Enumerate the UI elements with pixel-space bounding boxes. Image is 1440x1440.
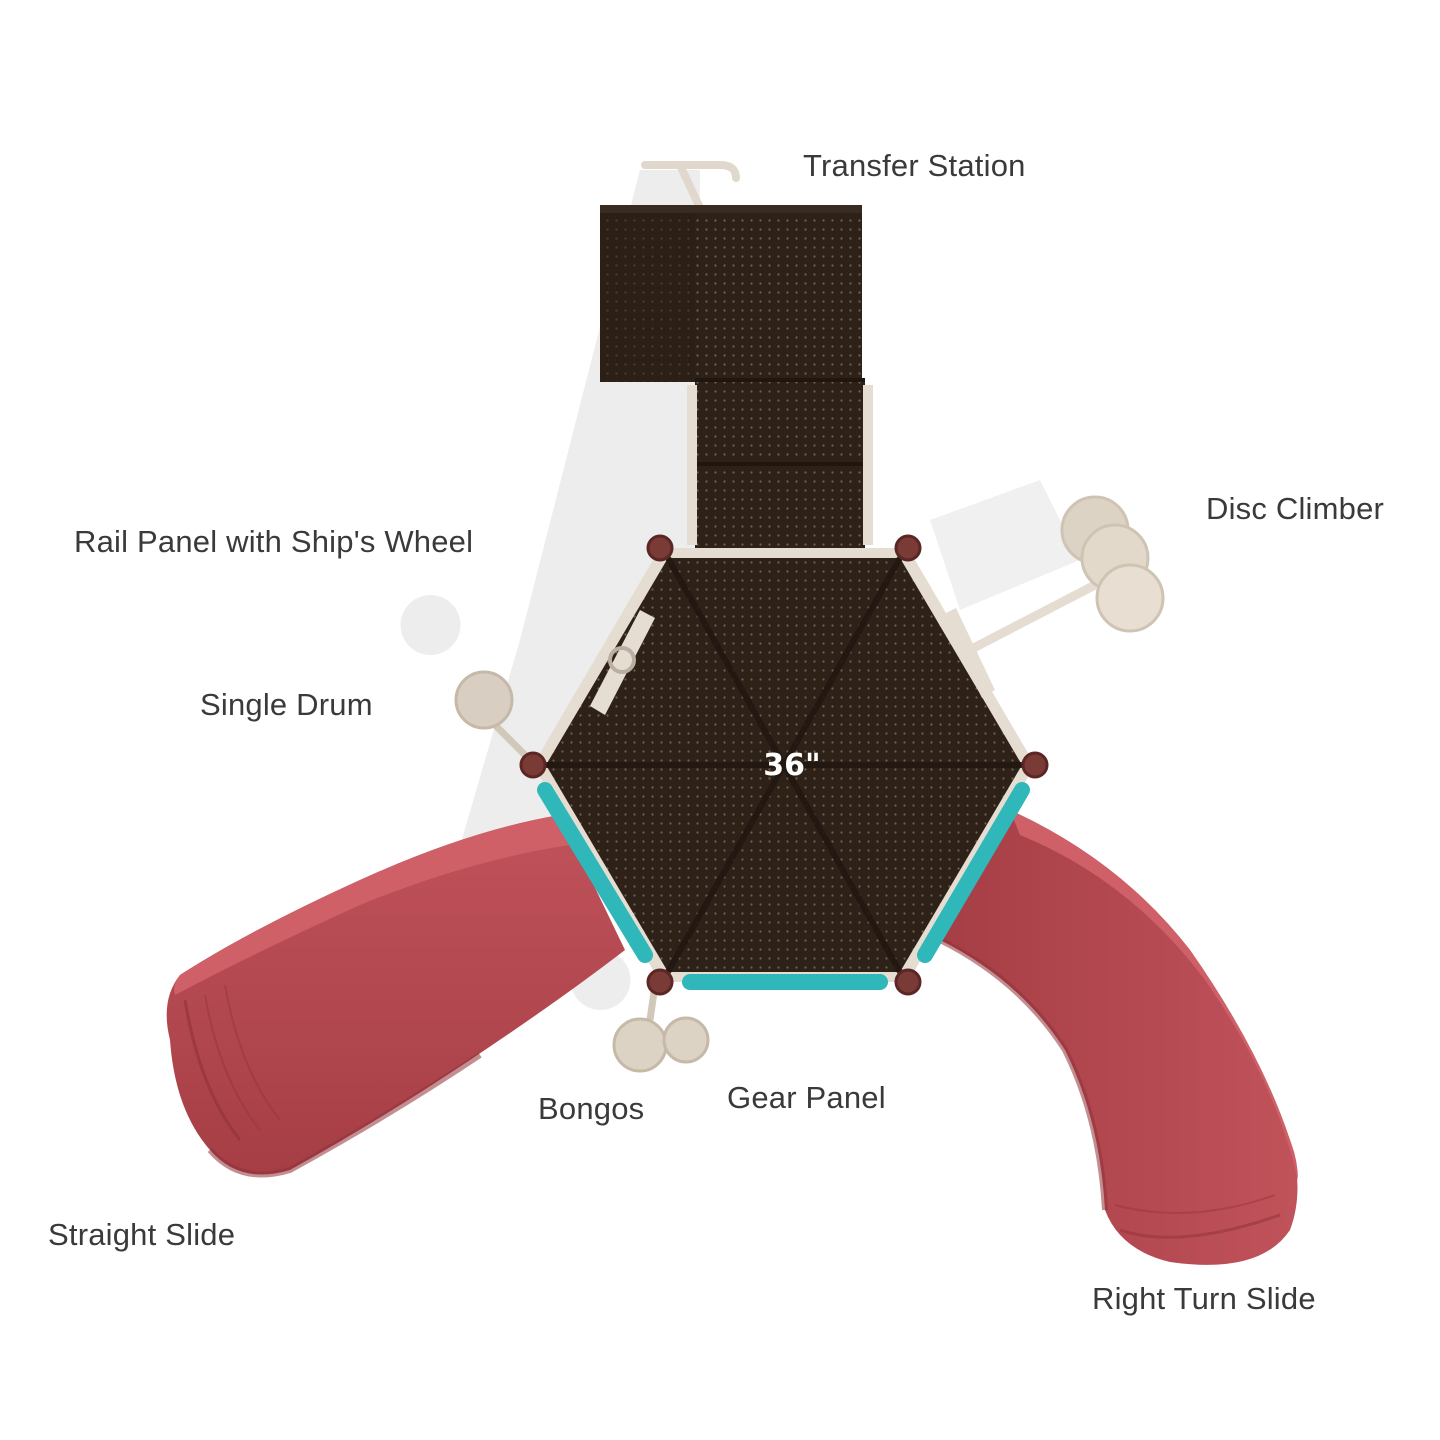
label-bongos: Bongos	[538, 1091, 645, 1126]
label-disc-climber: Disc Climber	[1206, 491, 1385, 526]
disc-climber	[957, 495, 1165, 659]
right-turn-slide	[938, 810, 1298, 1265]
label-transfer-station: Transfer Station	[803, 148, 1026, 183]
hex-deck	[533, 548, 1035, 982]
label-straight-slide: Straight Slide	[48, 1217, 236, 1252]
transfer-handle	[641, 161, 740, 212]
single-drum	[454, 670, 533, 763]
post-caps	[519, 534, 1049, 996]
disc-climber-panel	[942, 608, 995, 698]
straight-slide	[166, 815, 625, 1178]
label-rail-panel: Rail Panel with Ship's Wheel	[74, 524, 474, 559]
gear-panel-barriers	[537, 782, 1030, 990]
label-single-drum: Single Drum	[200, 687, 373, 722]
label-right-turn-slide: Right Turn Slide	[1092, 1281, 1316, 1316]
bongos	[612, 984, 710, 1073]
rail-panel-ships-wheel	[590, 610, 655, 715]
label-gear-panel: Gear Panel	[727, 1080, 886, 1115]
transfer-station	[600, 205, 873, 548]
deck-height-label: 36"	[763, 748, 821, 783]
